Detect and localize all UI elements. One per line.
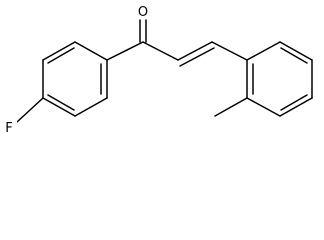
bond-line xyxy=(74,97,108,117)
bond-line xyxy=(106,41,144,61)
bond-line xyxy=(47,47,75,64)
bond-line xyxy=(179,47,215,67)
bond-line xyxy=(142,41,179,61)
bond-line xyxy=(42,97,76,117)
bond-line xyxy=(214,97,248,117)
oxygen-atom-label: O xyxy=(138,5,148,20)
bond-line xyxy=(280,47,308,64)
bond-line xyxy=(246,97,281,117)
bond-line xyxy=(246,41,281,61)
bond-line xyxy=(177,41,213,61)
bond-line xyxy=(42,41,76,61)
bond-line xyxy=(279,41,313,61)
chemical-structure-diagram: O F xyxy=(3,2,313,136)
bond-line xyxy=(280,94,308,111)
bond-line xyxy=(211,41,248,61)
bond-line xyxy=(74,41,108,61)
bond-line xyxy=(16,97,44,123)
oxygen-label-mask xyxy=(135,2,151,19)
bond-line xyxy=(47,94,75,111)
fluorine-label-mask xyxy=(3,119,17,136)
fluorine-atom-label: F xyxy=(5,121,12,136)
bond-line xyxy=(279,97,313,117)
bond-lines xyxy=(16,19,313,123)
